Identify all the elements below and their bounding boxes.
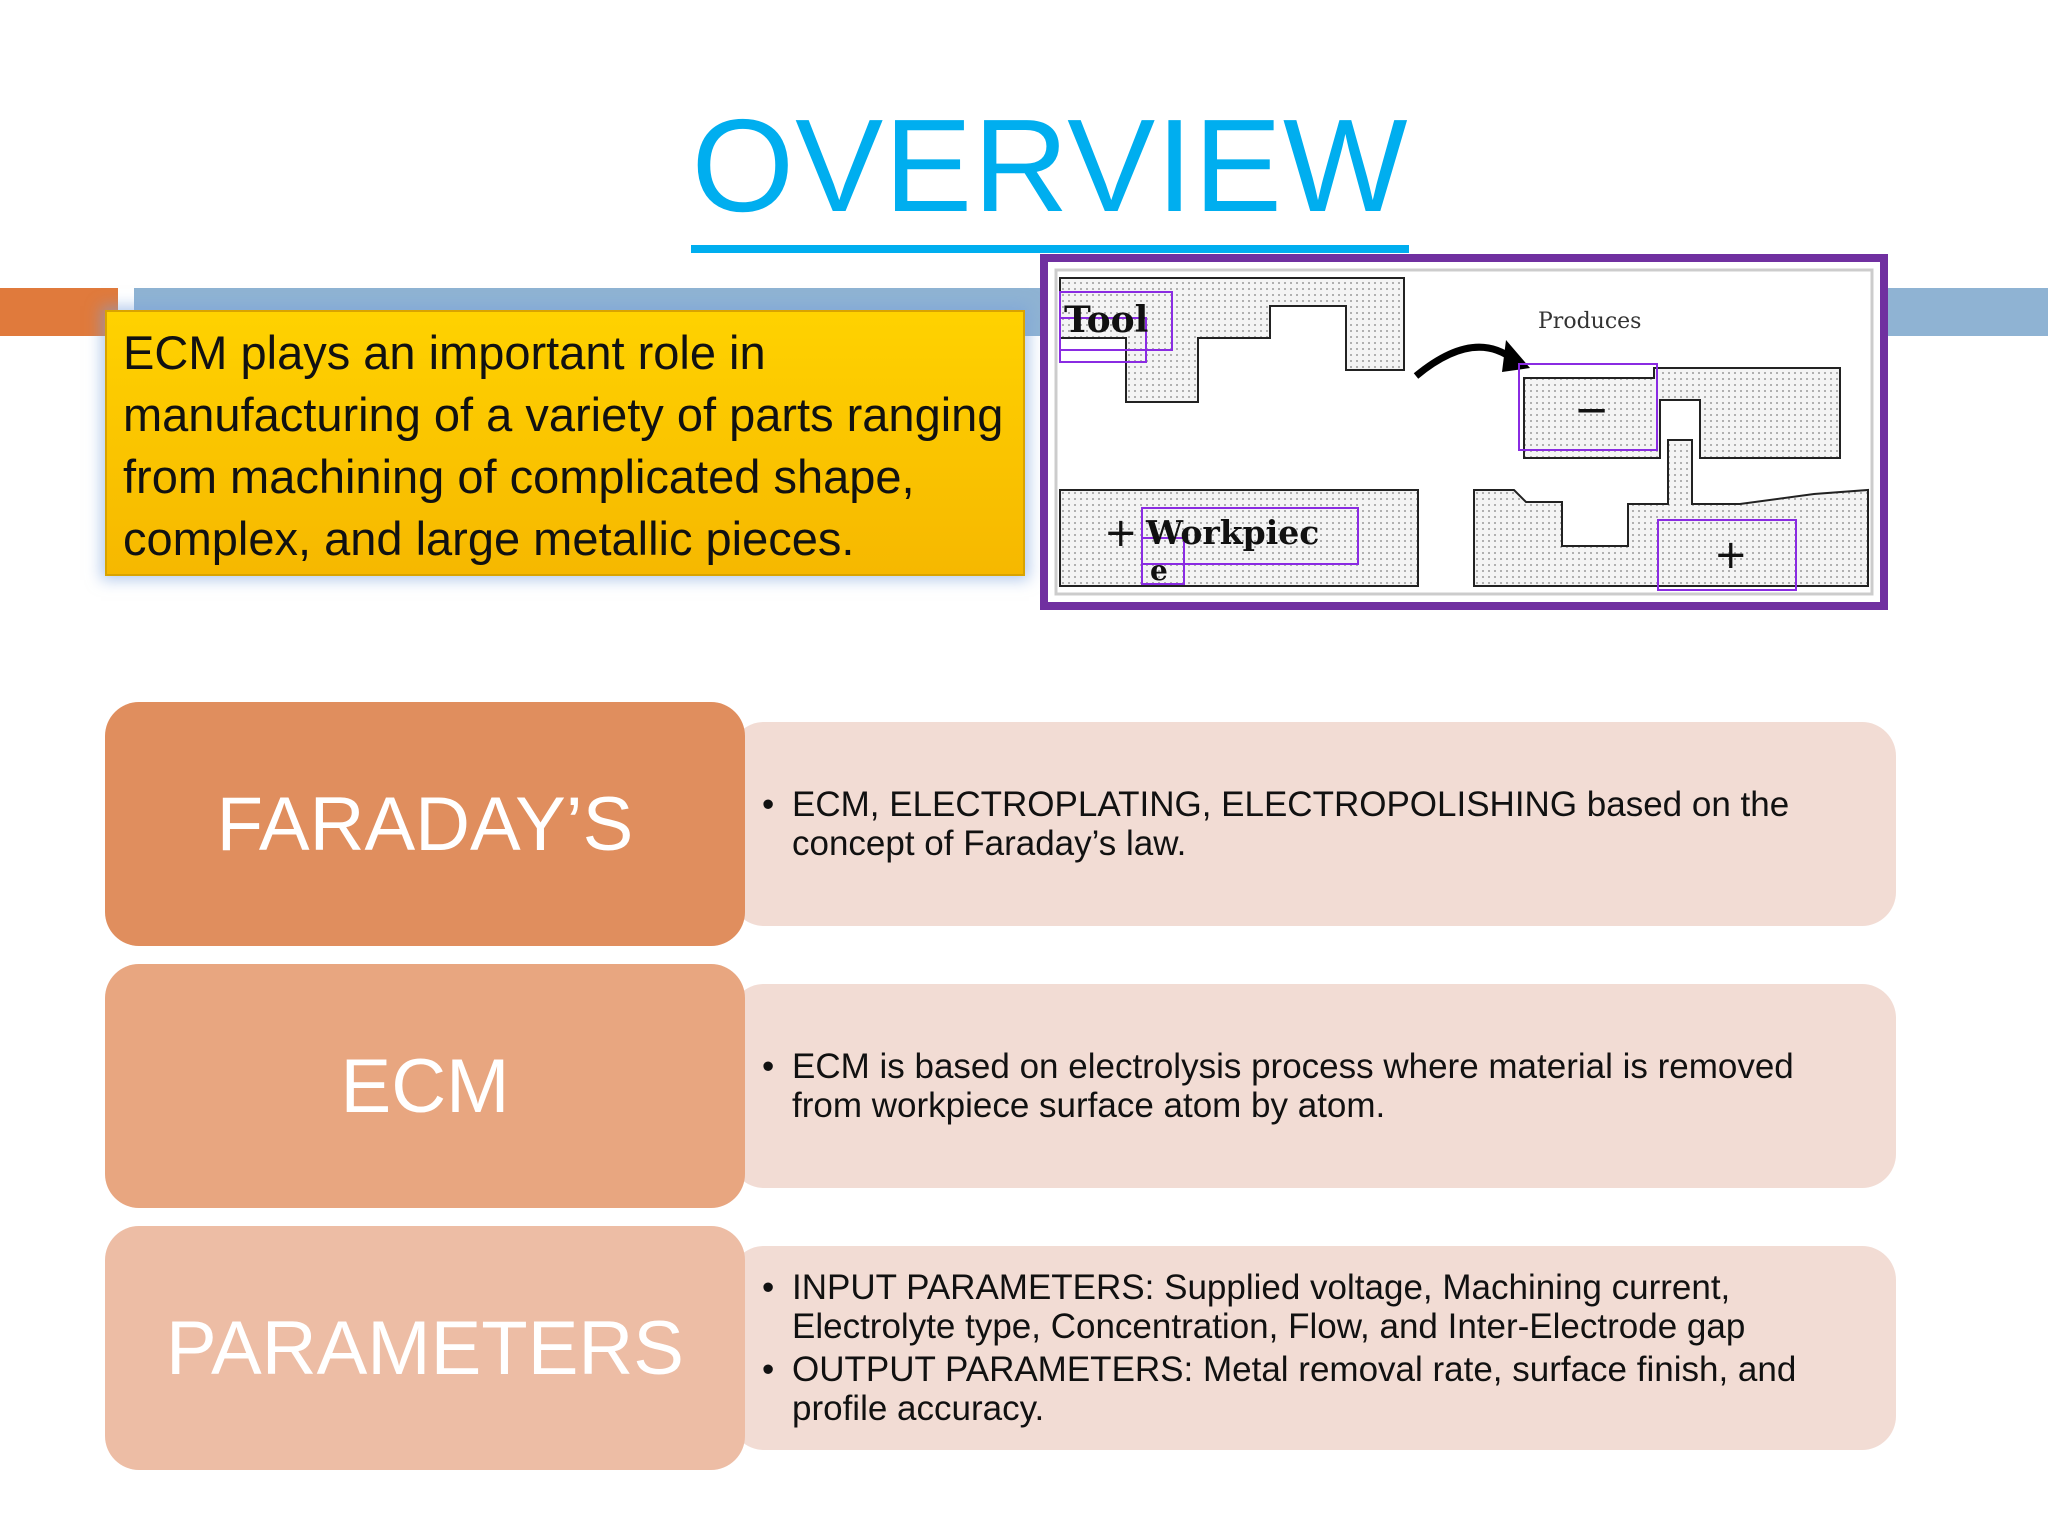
tool-shape-right <box>1523 367 1841 459</box>
callout-box <box>105 310 1025 576</box>
process-arrow <box>1413 343 1517 379</box>
workpiece-label: Workpiec <box>1145 513 1319 552</box>
plus-sign-right: + <box>1714 532 1748 578</box>
callout-text: ECM plays an important role in manufactu… <box>123 326 1004 565</box>
workpiece-shape <box>1059 489 1419 587</box>
slide-title: OVERVIEW <box>0 92 2048 253</box>
bullet-text: ECM, ELECTROPLATING, ELECTROPOLISHING ba… <box>760 785 1866 863</box>
ecm-diagram: Tool Produces Workpiec e + + − <box>1054 268 1874 596</box>
row-desc-ecm: ECM is based on electrolysis process whe… <box>730 984 1896 1188</box>
row-desc-faradays: ECM, ELECTROPLATING, ELECTROPOLISHING ba… <box>730 722 1896 926</box>
bullet-text: INPUT PARAMETERS: Supplied voltage, Mach… <box>760 1268 1866 1346</box>
ecm-process-figure: Tool Produces Workpiec e + + − <box>1040 254 1888 610</box>
arrow-head <box>1502 340 1530 372</box>
row-label-faradays: FARADAY’S <box>105 702 745 946</box>
plus-sign-left: + <box>1104 510 1138 556</box>
accent-bar-orange <box>0 288 118 336</box>
workpiece-shape-right <box>1473 439 1869 587</box>
minus-sign: − <box>1574 385 1609 434</box>
tool-shape <box>1059 277 1405 403</box>
produces-label: Produces <box>1538 309 1641 334</box>
row-desc-parameters: INPUT PARAMETERS: Supplied voltage, Mach… <box>730 1246 1896 1450</box>
tool-label: Tool <box>1064 299 1148 341</box>
row-label-parameters: PARAMETERS <box>105 1226 745 1470</box>
bullet-text: OUTPUT PARAMETERS: Metal removal rate, s… <box>760 1350 1866 1428</box>
workpiece-e-label: e <box>1150 554 1168 587</box>
bullet-text: ECM is based on electrolysis process whe… <box>760 1047 1866 1125</box>
inner-frame <box>1054 268 1874 596</box>
row-label-ecm: ECM <box>105 964 745 1208</box>
